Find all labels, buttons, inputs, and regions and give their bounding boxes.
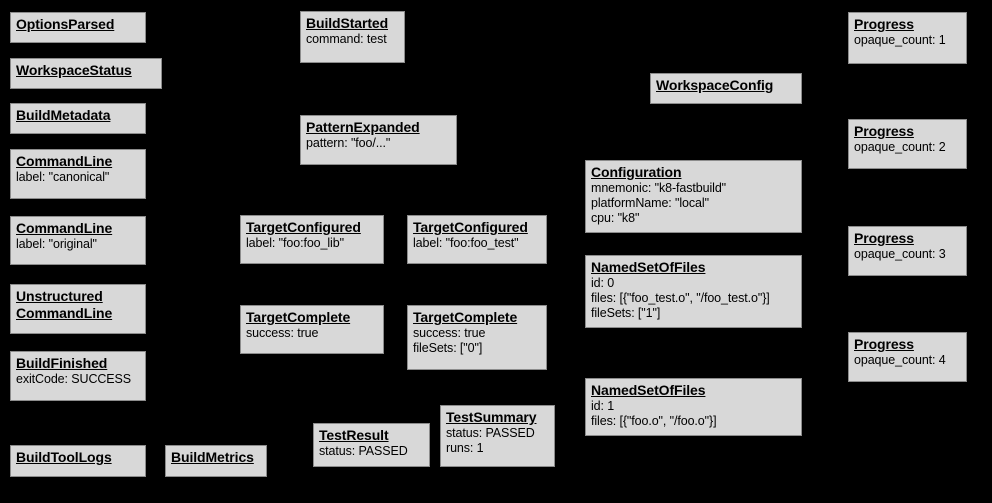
- node-field: cpu: "k8": [591, 211, 640, 225]
- node-fields: opaque_count: 3: [854, 247, 961, 262]
- node-title: BuildMetrics: [171, 449, 254, 465]
- node-title: TestResult: [319, 427, 389, 443]
- node-field: label: "original": [16, 237, 97, 251]
- node-field: opaque_count: 3: [854, 247, 946, 261]
- node-unstructured-command-line[interactable]: Unstructured CommandLine: [10, 284, 146, 334]
- node-field: opaque_count: 1: [854, 33, 946, 47]
- node-title: CommandLine: [16, 220, 113, 236]
- node-field: runs: 1: [446, 441, 484, 455]
- node-field: platformName: "local": [591, 196, 709, 210]
- node-options-parsed[interactable]: OptionsParsed: [10, 12, 146, 43]
- node-title: TestSummary: [446, 409, 537, 425]
- node-field: pattern: "foo/...": [306, 136, 391, 150]
- node-field: id: 0: [591, 276, 615, 290]
- node-build-metadata[interactable]: BuildMetadata: [10, 103, 146, 134]
- node-field: label: "foo:foo_test": [413, 236, 519, 250]
- node-field: success: true: [413, 326, 486, 340]
- node-field: fileSets: ["0"]: [413, 341, 483, 355]
- node-field: mnemonic: "k8-fastbuild": [591, 181, 727, 195]
- node-field: files: [{"foo.o", "/foo.o"}]: [591, 414, 717, 428]
- node-field: opaque_count: 4: [854, 353, 946, 367]
- node-field: status: PASSED: [446, 426, 535, 440]
- node-title: BuildStarted: [306, 15, 389, 31]
- node-fields: mnemonic: "k8-fastbuild"platformName: "l…: [591, 181, 796, 226]
- node-field: fileSets: ["1"]: [591, 306, 661, 320]
- node-fields: exitCode: SUCCESS: [16, 372, 140, 387]
- node-fields: opaque_count: 2: [854, 140, 961, 155]
- node-title: Progress: [854, 16, 914, 32]
- node-fields: command: test: [306, 32, 399, 47]
- node-title: Configuration: [591, 164, 682, 180]
- node-fields: label: "foo:foo_lib": [246, 236, 378, 251]
- node-workspace-config[interactable]: WorkspaceConfig: [650, 73, 802, 104]
- node-title: BuildFinished: [16, 355, 108, 371]
- node-field: command: test: [306, 32, 387, 46]
- node-fields: opaque_count: 1: [854, 33, 961, 48]
- node-title: Unstructured CommandLine: [16, 288, 113, 321]
- node-fields: label: "foo:foo_test": [413, 236, 541, 251]
- node-field: success: true: [246, 326, 319, 340]
- node-title: BuildToolLogs: [16, 449, 112, 465]
- node-build-metrics[interactable]: BuildMetrics: [165, 445, 267, 477]
- node-field: label: "foo:foo_lib": [246, 236, 344, 250]
- node-field: files: [{"foo_test.o", "/foo_test.o"}]: [591, 291, 770, 305]
- node-field: status: PASSED: [319, 444, 408, 458]
- node-title: Progress: [854, 123, 914, 139]
- node-title: OptionsParsed: [16, 16, 115, 32]
- node-title: NamedSetOfFiles: [591, 382, 706, 398]
- node-title: BuildMetadata: [16, 107, 111, 123]
- node-fields: label: "canonical": [16, 170, 140, 185]
- node-field: opaque_count: 2: [854, 140, 946, 154]
- node-build-tool-logs[interactable]: BuildToolLogs: [10, 445, 146, 477]
- node-title: Progress: [854, 230, 914, 246]
- node-title: CommandLine: [16, 153, 113, 169]
- node-title: WorkspaceStatus: [16, 62, 132, 78]
- node-title: TargetConfigured: [246, 219, 361, 235]
- node-fields: status: PASSED: [319, 444, 424, 459]
- node-field: id: 1: [591, 399, 615, 413]
- node-title: WorkspaceConfig: [656, 77, 774, 93]
- node-title: TargetComplete: [413, 309, 518, 325]
- node-fields: label: "original": [16, 237, 140, 252]
- node-title: Progress: [854, 336, 914, 352]
- node-title: NamedSetOfFiles: [591, 259, 706, 275]
- node-field: exitCode: SUCCESS: [16, 372, 132, 386]
- node-fields: opaque_count: 4: [854, 353, 961, 368]
- node-fields: pattern: "foo/...": [306, 136, 451, 151]
- node-fields: success: true: [246, 326, 378, 341]
- node-title: TargetComplete: [246, 309, 351, 325]
- node-title: PatternExpanded: [306, 119, 420, 135]
- node-title: TargetConfigured: [413, 219, 528, 235]
- node-field: label: "canonical": [16, 170, 110, 184]
- node-workspace-status[interactable]: WorkspaceStatus: [10, 58, 162, 89]
